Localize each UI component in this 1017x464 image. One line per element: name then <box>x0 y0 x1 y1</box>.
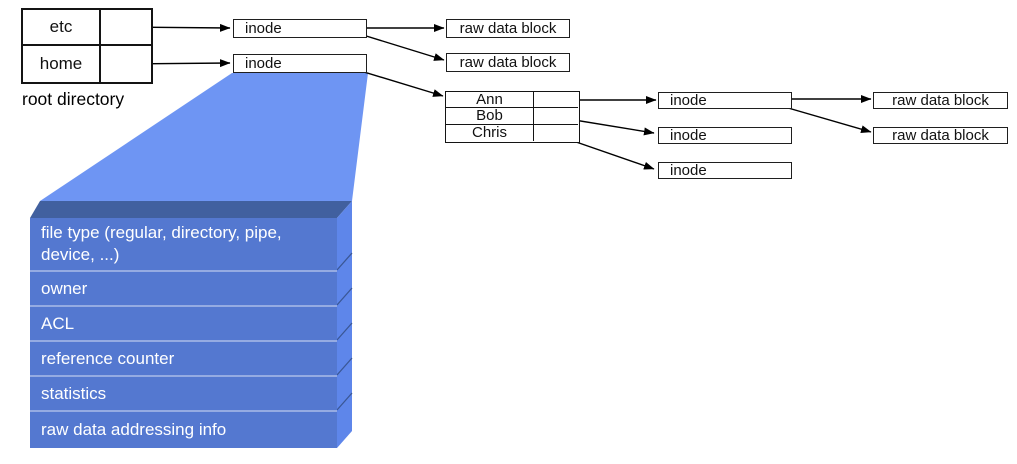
inode-structure-box: file type (regular, directory, pipe, dev… <box>30 218 337 448</box>
inode-field-row: reference counter <box>30 340 337 375</box>
raw-data-block-box: raw data block <box>873 92 1008 109</box>
inode-box: inode <box>233 19 367 38</box>
directory-entry-name: etc <box>23 10 101 46</box>
raw-data-block-box: raw data block <box>873 127 1008 144</box>
directory-entry-pointer-cell <box>101 10 151 46</box>
directory-entry-pointer-cell <box>534 108 578 125</box>
zoom-beam-shape <box>40 73 368 201</box>
directory-entry-name: Ann <box>446 91 534 109</box>
directory-entry-name: Chris <box>446 124 534 141</box>
inode-field-row: file type (regular, directory, pipe, dev… <box>41 223 282 264</box>
directory-entry-pointer-cell <box>534 92 578 109</box>
inode-field-row: owner <box>30 270 337 305</box>
root-directory-caption: root directory <box>22 89 125 109</box>
inode-field-row: ACL <box>30 305 337 340</box>
side-face-row-edges <box>336 252 353 411</box>
directory-entry-name: Bob <box>446 107 534 125</box>
inode-box: inode <box>233 54 367 73</box>
raw-data-block-box: raw data block <box>446 19 570 38</box>
inode-field-row: raw data addressing info <box>30 410 337 448</box>
directory-entry-pointer-cell <box>534 125 578 141</box>
inode-box: inode <box>658 92 792 109</box>
directory-entry-pointer-cell <box>101 46 151 82</box>
inode-structure-top-face <box>30 201 352 218</box>
inode-box: inode <box>658 162 792 179</box>
raw-data-block-box: raw data block <box>446 53 570 72</box>
directory-entry-name: home <box>23 46 101 82</box>
home-directory-table: Ann Bob Chris <box>445 91 580 143</box>
root-directory-table: etc home <box>21 8 153 84</box>
inode-structure-side-face <box>337 201 352 448</box>
inode-field-row: statistics <box>30 375 337 410</box>
inode-box: inode <box>658 127 792 144</box>
